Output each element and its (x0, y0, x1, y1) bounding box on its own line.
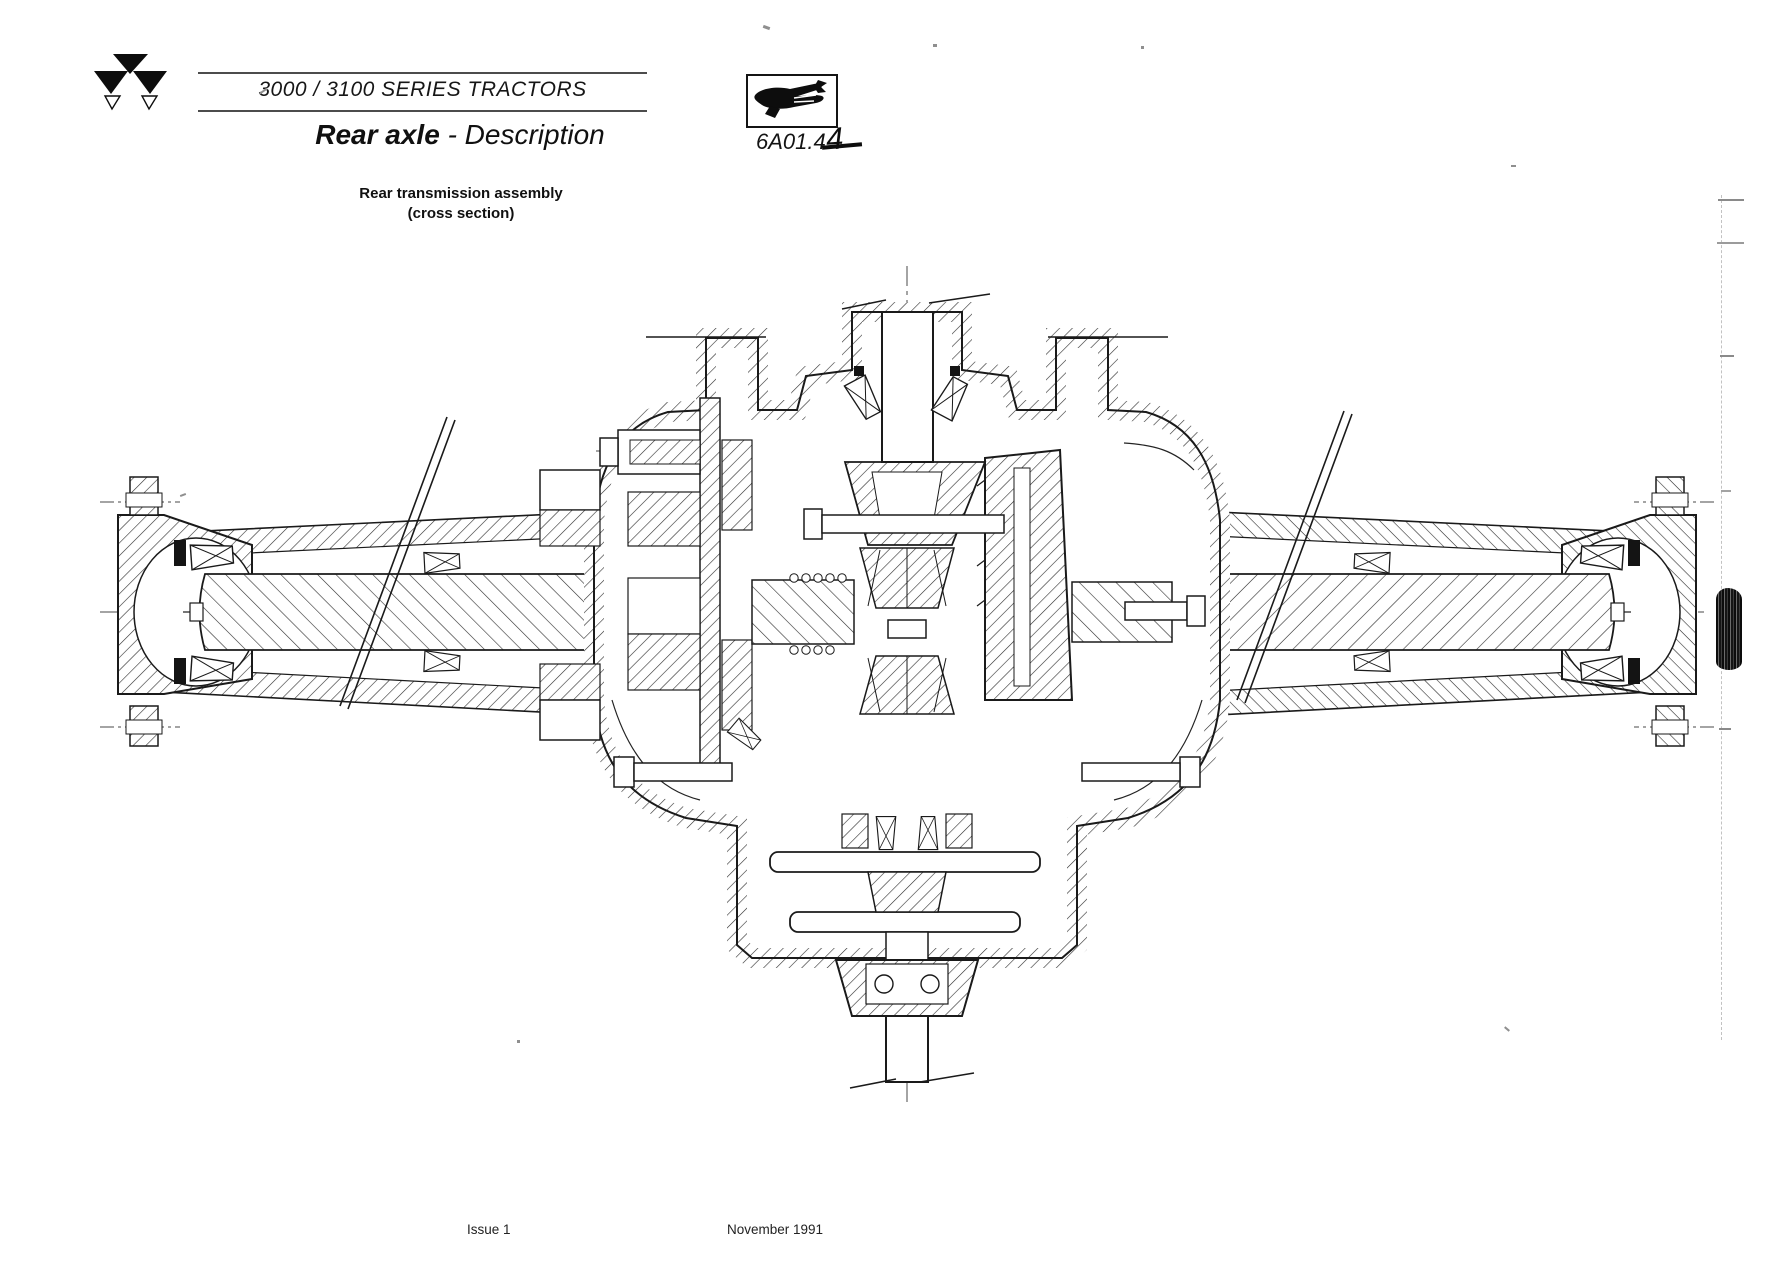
edge-mark (1718, 199, 1744, 201)
service-icon-box (746, 74, 838, 128)
series-title: 3000 / 3100 SERIES TRACTORS (258, 78, 587, 101)
differential-case-bolt (803, 508, 1206, 627)
break-marks (339, 410, 1353, 710)
section-code-prefix: 6A01. (756, 129, 814, 154)
hand-holding-wrench-icon (754, 80, 827, 118)
input-shaft (841, 293, 991, 463)
differential-bevel-gears (789, 547, 955, 715)
figure-caption-line2: (cross section) (407, 205, 515, 222)
scan-speck (1141, 46, 1144, 49)
right-axle-assembly (1174, 477, 1714, 746)
housing-flange-bolts (613, 756, 1201, 788)
massey-ferguson-logo (94, 54, 167, 111)
scan-speck (933, 44, 937, 47)
page-title-bold: Rear axle (315, 119, 440, 150)
page-title: Rear axle - Description (230, 119, 690, 151)
crown-wheel (976, 448, 1173, 701)
edge-mark (1721, 490, 1731, 492)
scan-speck (517, 1040, 520, 1043)
figure-caption: Rear transmission assembly (cross sectio… (330, 184, 592, 224)
lower-housing-pto (769, 813, 1041, 1089)
pto-shaft-upper (769, 851, 1041, 873)
pto-output-shaft (885, 1015, 929, 1083)
footer-issue: Issue 1 (467, 1222, 511, 1237)
left-axle-assembly (100, 476, 641, 747)
planetary-brake-cluster (539, 397, 855, 771)
edge-mark (1719, 728, 1731, 730)
page-title-rest: - Description (439, 119, 605, 150)
footer-date: November 1991 (727, 1222, 824, 1237)
edge-mark (1720, 355, 1734, 357)
figure-caption-line1: Rear transmission assembly (359, 185, 563, 202)
scan-speck (1511, 165, 1516, 167)
edge-mark (1717, 242, 1744, 244)
header-rule-bottom (198, 110, 647, 112)
pto-shaft-lower (789, 911, 1021, 933)
header-rule-top (198, 72, 647, 74)
binding-shadow (1716, 588, 1742, 670)
axle-shaft (198, 573, 641, 651)
